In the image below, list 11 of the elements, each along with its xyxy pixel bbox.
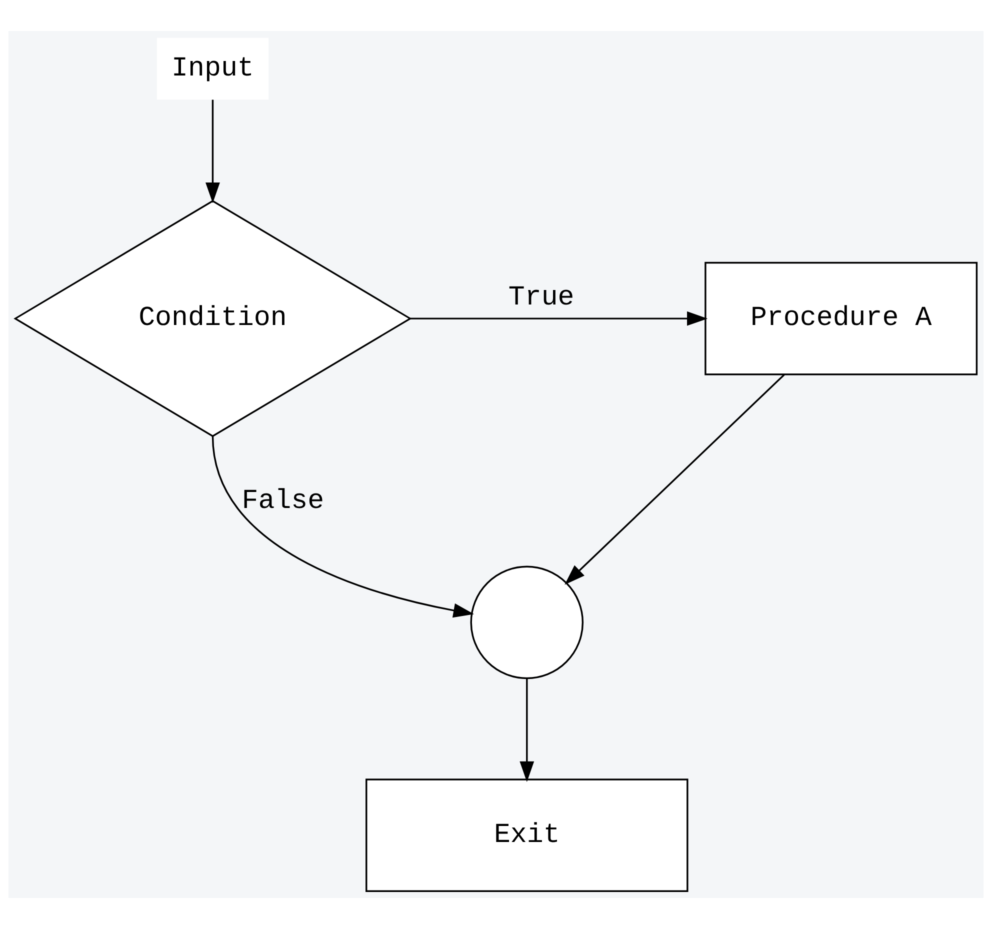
node-box: Input [156,37,269,100]
edge-label: False [242,485,324,516]
arrow [410,310,708,326]
edge-label: True [508,282,574,313]
node-box: Exit [366,778,688,892]
arrow [564,374,785,584]
arrow [212,436,474,618]
node-box: Procedure A [704,261,978,375]
node-diamond: Condition [14,199,412,437]
arrow [206,99,220,203]
arrow [520,678,534,782]
